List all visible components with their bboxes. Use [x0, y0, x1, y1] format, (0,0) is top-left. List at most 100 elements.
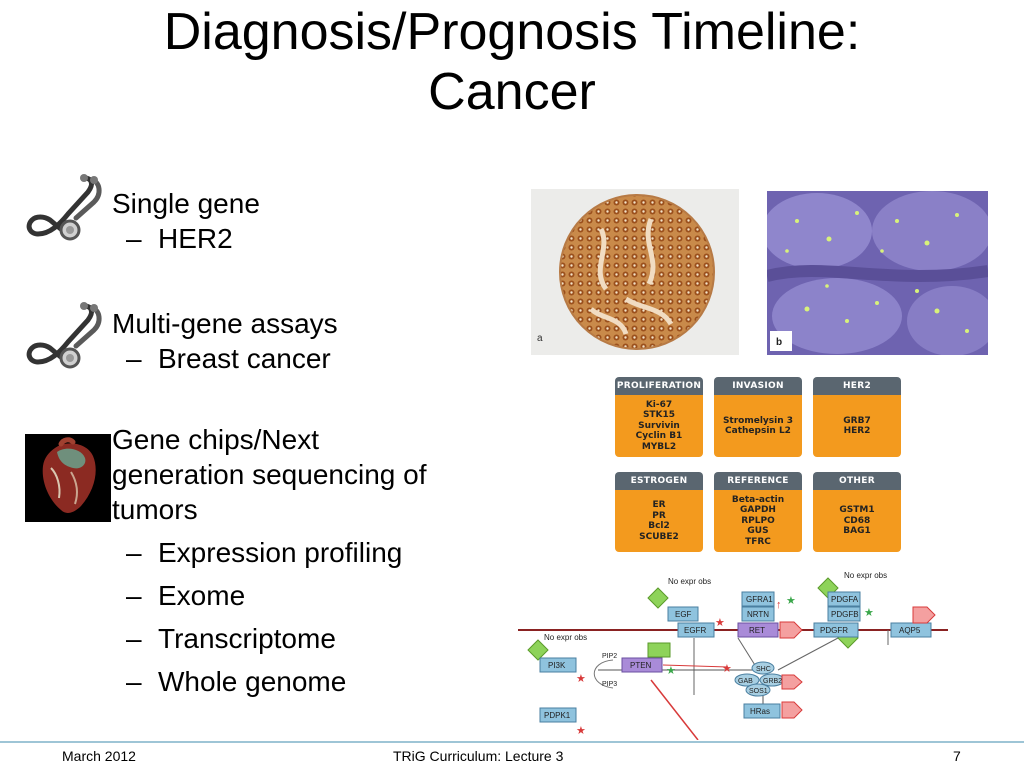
gene-box-label: PDGFA	[831, 595, 859, 604]
sub-bullet-text: HER2	[158, 223, 233, 254]
micrograph-label-b: b	[776, 337, 782, 348]
svg-text:★: ★	[576, 673, 586, 685]
gene-name: Ki-67	[645, 399, 673, 410]
gene-tile-header: OTHER	[813, 472, 901, 490]
gene-tile-body: ER PR Bcl2 SCUBE2	[615, 490, 703, 552]
complex-label: SOS1	[749, 688, 768, 695]
no-expr-label: No expr obs	[544, 633, 587, 642]
gene-tile-body: GSTM1 CD68 BAG1	[813, 490, 901, 552]
gene-tile: INVASION Stromelysin 3 Cathepsin L2	[714, 377, 802, 457]
gene-tile-body: Stromelysin 3 Cathepsin L2	[714, 395, 802, 457]
no-expr-label: No expr obs	[844, 571, 887, 580]
gene-name: RPLPO	[741, 515, 775, 526]
gene-name: Bcl2	[648, 521, 670, 531]
svg-text:★: ★	[864, 607, 874, 619]
gene-tile: REFERENCE Beta-actin GAPDH RPLPO GUS TFR…	[714, 472, 802, 552]
gene-box-label: EGFR	[684, 626, 706, 635]
gene-box-label: PDGFR	[820, 626, 848, 635]
gene-name: Cathepsin L2	[725, 426, 791, 436]
sub-bullet-text: Breast cancer	[158, 343, 331, 374]
svg-text:★: ★	[666, 665, 676, 677]
sub-bullet-text: Expression profiling	[158, 537, 403, 568]
svg-text:★: ★	[722, 663, 732, 675]
svg-text:★: ★	[786, 595, 796, 607]
footer-title: TRiG Curriculum: Lecture 3	[393, 748, 564, 764]
sub-bullet: –Expression profiling	[126, 535, 502, 570]
gene-name: Cyclin B1	[635, 431, 683, 442]
gene-box-label: PDGFB	[831, 610, 859, 619]
gene-box-label: HRas	[750, 707, 770, 716]
gene-name: TFRC	[745, 536, 771, 547]
gene-tile-header: ESTROGEN	[615, 472, 703, 490]
gene-tile: HER2 GRB7 HER2	[813, 377, 901, 457]
dash: –	[126, 537, 142, 568]
footer-page-number: 7	[953, 748, 961, 764]
lipid-label: PIP3	[602, 681, 617, 688]
stethoscope-icon	[26, 174, 102, 241]
sub-bullet-text: Exome	[158, 580, 246, 611]
dash: –	[126, 580, 142, 611]
gene-name: BAG1	[843, 526, 871, 537]
complex-label: SHC	[756, 666, 771, 673]
lipid-label: PIP2	[602, 653, 617, 660]
gene-tile: OTHER GSTM1 CD68 BAG1	[813, 472, 901, 552]
stethoscope-icon	[26, 302, 102, 369]
footer-rule	[0, 741, 1024, 743]
gene-name: Beta-actin	[731, 494, 785, 505]
section-heading-line: generation sequencing of	[112, 459, 427, 490]
gene-box-label: GFRA1	[746, 595, 773, 604]
sub-bullet: –HER2	[126, 221, 502, 256]
sub-bullet: –Transcriptome	[126, 621, 502, 656]
section-heading-line: tumors	[112, 494, 198, 525]
dash: –	[126, 343, 142, 374]
svg-text:↑: ↑	[776, 599, 782, 611]
tissue-core-micrograph: a	[531, 189, 739, 355]
gene-name: PR	[652, 510, 666, 521]
gene-name: GUS	[747, 526, 769, 537]
sub-bullet-text: Whole genome	[158, 666, 347, 697]
dash: –	[126, 223, 142, 254]
gene-tile-body: GRB7 HER2	[813, 395, 901, 457]
sub-bullet: –Breast cancer	[126, 341, 502, 376]
gene-panel: PROLIFERATION Ki-67 STK15 Survivin Cycli…	[615, 377, 905, 555]
section-heading: Multi-gene assays	[112, 308, 338, 339]
gene-tile: ESTROGEN ER PR Bcl2 SCUBE2	[615, 472, 703, 552]
complex-label: GAB	[738, 678, 753, 685]
dash: –	[126, 666, 142, 697]
gene-tile: PROLIFERATION Ki-67 STK15 Survivin Cycli…	[615, 377, 703, 457]
gene-name: CD68	[843, 515, 871, 526]
section-heading: Single gene	[112, 188, 260, 219]
section-heading-line: Gene chips/Next	[112, 424, 319, 455]
gene-box-label: EGF	[675, 610, 692, 619]
sub-bullet-text: Transcriptome	[158, 623, 336, 654]
gene-name: GSTM1	[839, 505, 875, 516]
no-expr-label: No expr obs	[668, 577, 711, 586]
sub-bullet: –Exome	[126, 578, 502, 613]
slide-title: Diagnosis/Prognosis Timeline: Cancer	[0, 2, 1024, 122]
gene-box-label: AQP5	[899, 626, 921, 635]
gene-tile-body: Ki-67 STK15 Survivin Cyclin B1 MYBL2	[615, 395, 703, 457]
gene-box-label: PI3K	[548, 661, 566, 670]
gene-name: MYBL2	[641, 441, 677, 452]
heart-icon	[25, 434, 111, 522]
gene-name: HER2	[843, 426, 871, 436]
gene-name: Stromelysin 3	[722, 415, 794, 426]
gene-name: GRB7	[843, 415, 871, 426]
gene-name: ER	[652, 500, 666, 510]
svg-text:★: ★	[715, 617, 725, 629]
bullet-list: Single gene –HER2 Multi-gene assays –Bre…	[112, 186, 502, 699]
gene-tile-header: REFERENCE	[714, 472, 802, 490]
gene-name: STK15	[642, 410, 676, 421]
gene-name: Survivin	[638, 420, 680, 431]
gene-tile-header: PROLIFERATION	[615, 377, 703, 395]
gene-box-label: PDPK1	[544, 711, 571, 720]
gene-box-label: PTEN	[630, 661, 652, 670]
gene-name: GAPDH	[740, 505, 776, 516]
gene-tile-header: HER2	[813, 377, 901, 395]
slide-title-line-1: Diagnosis/Prognosis Timeline:	[163, 3, 861, 61]
svg-text:★: ★	[576, 725, 586, 737]
footer-date: March 2012	[62, 748, 136, 764]
gene-tile-header: INVASION	[714, 377, 802, 395]
gene-box-label: RET	[749, 626, 765, 635]
gene-tile-body: Beta-actin GAPDH RPLPO GUS TFRC	[714, 490, 802, 552]
